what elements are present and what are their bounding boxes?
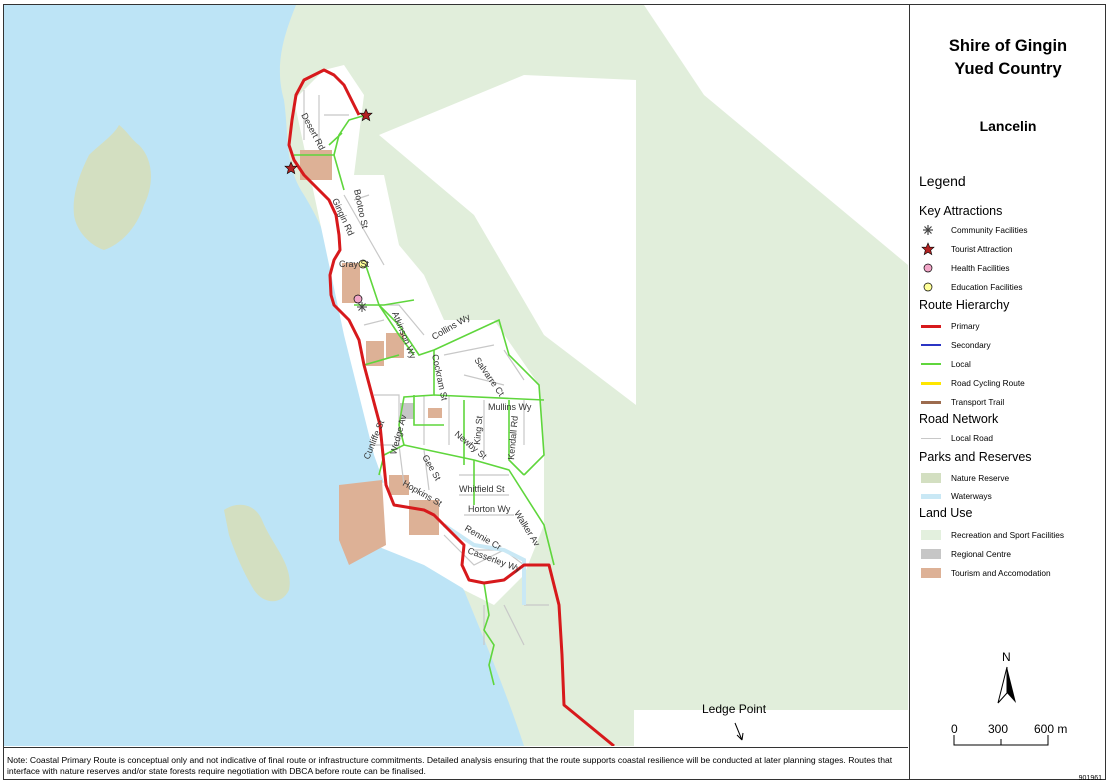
- primary-line-swatch: [921, 324, 941, 328]
- education-facility-marker: [358, 259, 368, 269]
- trail-line-swatch: [921, 400, 941, 404]
- map-title-line1: Shire of Gingin: [948, 37, 1068, 55]
- scale-bar: [953, 735, 1049, 746]
- primary-route: [287, 68, 615, 746]
- nature-reserve-swatch: [921, 473, 941, 483]
- tourism-swatch: [921, 568, 941, 578]
- legend-item-tourist: Tourist Attraction: [921, 242, 1012, 256]
- legend-item-transport-trail: Transport Trail: [921, 395, 1004, 409]
- map-place-title: Lancelin: [979, 118, 1037, 134]
- street-label: King St: [472, 415, 485, 445]
- legend-item-nature-reserve: Nature Reserve: [921, 471, 1009, 485]
- secondary-line-swatch: [921, 344, 941, 346]
- legend-item-local: Local: [921, 357, 971, 371]
- legend-item-local-road: Local Road: [921, 431, 993, 445]
- legend-group-land-use: Land Use: [919, 506, 973, 520]
- waterway: [442, 523, 526, 605]
- island-north: [73, 125, 151, 250]
- map-id: 901961: [1078, 775, 1102, 782]
- cycling-line-swatch: [921, 381, 941, 385]
- clear-land-ne: [644, 5, 908, 265]
- clear-land-east: [379, 75, 636, 405]
- legend-group-route-hierarchy: Route Hierarchy: [919, 298, 1010, 312]
- local-roads: [303, 90, 549, 646]
- legend-group-road-network: Road Network: [919, 412, 999, 426]
- map-title-line2: Yued Country: [954, 60, 1062, 78]
- urban-area: [294, 65, 544, 605]
- legend-item-education: Education Facilities: [921, 280, 1022, 294]
- street-label: Mullins Wy: [488, 402, 532, 412]
- legend-label: Primary: [951, 321, 980, 331]
- legend-label: Tourist Attraction: [951, 244, 1013, 254]
- education-circle-icon: [921, 280, 941, 294]
- scale-tick-600: 600 m: [1034, 722, 1068, 736]
- legend-label: Education Facilities: [951, 282, 1023, 292]
- legend-item-health: Health Facilities: [921, 261, 1010, 275]
- local-road-swatch: [921, 437, 941, 439]
- local-routes: [294, 114, 555, 686]
- legend-group-parks: Parks and Reserves: [919, 450, 1032, 464]
- place-label-ledge-point: Ledge Point: [702, 702, 767, 716]
- street-label: Whitfield St: [459, 484, 505, 494]
- community-facility-marker: [357, 302, 367, 312]
- clear-land-se: [634, 710, 908, 746]
- north-label: N: [1002, 650, 1011, 664]
- regional-centre-swatch: [921, 549, 941, 559]
- legend-label: Health Facilities: [951, 263, 1010, 273]
- legend-label: Local Road: [951, 433, 993, 443]
- legend-label: Local: [951, 359, 971, 369]
- legend-label: Recreation and Sport Facilities: [951, 530, 1064, 540]
- legend-heading: Legend: [919, 173, 966, 189]
- legend-label: Tourism and Accomodation: [951, 568, 1051, 578]
- tourist-attraction-west: [284, 161, 298, 175]
- street-label: Cray St: [339, 259, 370, 269]
- north-arrow-icon: [997, 666, 1016, 704]
- legend-item-waterways: Waterways: [921, 489, 992, 503]
- street-label: Kendall Rd: [506, 415, 520, 460]
- legend-label: Community Facilities: [951, 225, 1028, 235]
- tourist-attraction-north: [359, 108, 373, 122]
- legend-label: Secondary: [951, 340, 991, 350]
- legend-item-cycling: Road Cycling Route: [921, 376, 1025, 390]
- ledge-point-arrow: [734, 722, 744, 741]
- star-icon: [921, 242, 941, 256]
- local-line-swatch: [921, 363, 941, 365]
- legend-label: Nature Reserve: [951, 473, 1010, 483]
- legend-item-regional-centre: Regional Centre: [921, 547, 1011, 561]
- legend-label: Regional Centre: [951, 549, 1011, 559]
- disclaimer-note: Note: Coastal Primary Route is conceptua…: [4, 747, 908, 779]
- street-label: Horton Wy: [468, 504, 511, 514]
- legend-label: Waterways: [951, 491, 992, 501]
- health-facility-marker: [353, 294, 363, 304]
- legend-panel: Shire of Gingin Yued Country Lancelin Le…: [909, 5, 1105, 782]
- legend-label: Transport Trail: [951, 397, 1005, 407]
- map-frame: [3, 4, 1106, 780]
- legend-item-recreation: Recreation and Sport Facilities: [921, 528, 1064, 542]
- legend-group-key-attractions: Key Attractions: [919, 204, 1003, 218]
- scale-tick-300: 300: [988, 722, 1009, 736]
- recreation-swatch: [921, 530, 941, 540]
- legend-item-tourism: Tourism and Accomodation: [921, 566, 1051, 580]
- regional-centre: [400, 403, 414, 419]
- community-facility-icon: [921, 223, 941, 237]
- island-south: [224, 504, 290, 602]
- legend-label: Road Cycling Route: [951, 378, 1025, 388]
- health-circle-icon: [921, 261, 941, 275]
- legend-item-community: Community Facilities: [921, 223, 1028, 237]
- legend-item-primary: Primary: [921, 319, 980, 333]
- waterways-swatch: [921, 493, 941, 499]
- legend-item-secondary: Secondary: [921, 338, 991, 352]
- scale-tick-0: 0: [951, 722, 958, 736]
